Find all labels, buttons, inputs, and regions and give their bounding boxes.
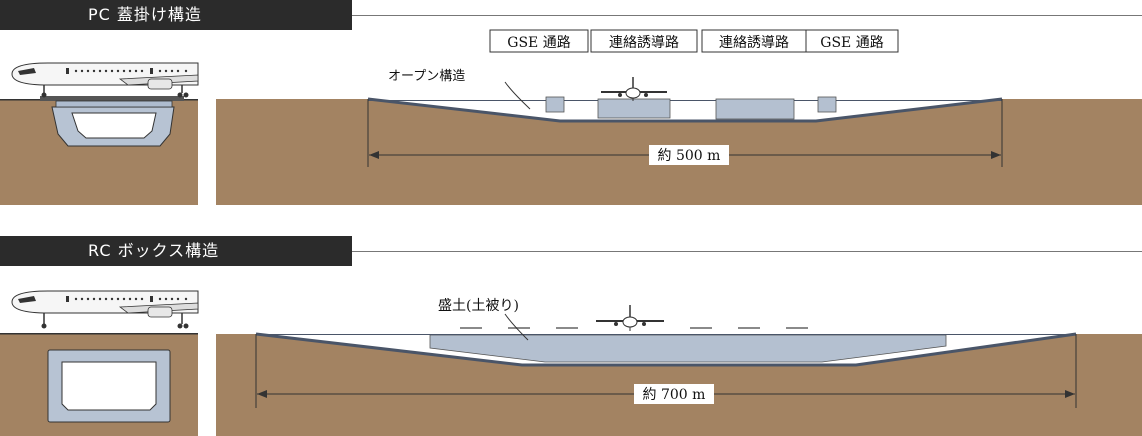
pc-cover-diagram: 約 500 m オープン構造 GSE 通路 連絡誘導路 連絡誘導路 GSE 通路	[0, 29, 1142, 205]
title-rule	[352, 15, 1142, 16]
rc-box-diagram: 約 700 m 盛土(土被り)	[0, 290, 1142, 436]
structure-profile	[367, 97, 1003, 123]
label-box-gse-left	[489, 29, 589, 53]
runway-marks	[460, 327, 808, 329]
dimension-label-box	[649, 145, 729, 165]
airplane-side-view-icon	[11, 290, 199, 329]
longitudinal-section: 約 500 m オープン構造 GSE 通路 連絡誘導路 連絡誘導路 GSE 通路	[216, 29, 1142, 205]
callout-open-structure: オープン構造	[388, 69, 465, 84]
ground-line	[0, 333, 198, 335]
dimension-arrow-right	[1065, 390, 1075, 398]
gse-road-block-right	[817, 96, 837, 113]
area-label-row: GSE 通路 連絡誘導路 連絡誘導路 GSE 通路	[489, 29, 899, 53]
label-box-taxiway-left	[590, 29, 698, 53]
callout-leader	[504, 313, 529, 341]
title-rule	[352, 251, 1142, 252]
box-girder	[51, 100, 175, 147]
airplane-front-view-icon	[596, 305, 664, 331]
dimension-label: 約 700 m	[643, 387, 706, 403]
structure-profile	[255, 332, 1077, 367]
callout-leader	[504, 81, 531, 110]
section-rc-box: 約 700 m 盛土(土被り) RC ボックス構造	[0, 236, 1142, 436]
longitudinal-section: 約 700 m 盛土(土被り)	[216, 298, 1142, 436]
label-gse-right: GSE 通路	[820, 35, 883, 51]
cross-section-panel	[0, 62, 199, 205]
section-title: RC ボックス構造	[0, 236, 352, 266]
dimension-arrow-left	[369, 151, 379, 159]
label-taxiway-right: 連絡誘導路	[719, 35, 789, 51]
taxiway-block-left	[597, 98, 671, 119]
gse-road-block-left	[545, 96, 565, 113]
dimension-arrow-right	[991, 151, 1001, 159]
rc-box-culvert	[47, 349, 171, 423]
dimension-label-box	[634, 384, 714, 404]
airplane-side-view-icon	[11, 62, 199, 98]
airplane-front-view-icon	[601, 77, 667, 101]
label-gse-left: GSE 通路	[507, 35, 570, 51]
cross-section-panel	[0, 290, 199, 436]
label-taxiway-left: 連絡誘導路	[609, 35, 679, 51]
dimension-arrow-left	[257, 390, 267, 398]
cut-opening	[368, 99, 1002, 121]
label-box-gse-right	[805, 29, 899, 53]
taxiway-block-right	[715, 98, 795, 120]
section-title: PC 蓋掛け構造	[0, 0, 352, 30]
section-pc-cover: 約 500 m オープン構造 GSE 通路 連絡誘導路 連絡誘導路 GSE 通路…	[0, 0, 1142, 210]
dimension-label: 約 500 m	[658, 148, 721, 164]
callout-embankment: 盛土(土被り)	[438, 298, 519, 314]
deck-slab	[40, 96, 184, 101]
